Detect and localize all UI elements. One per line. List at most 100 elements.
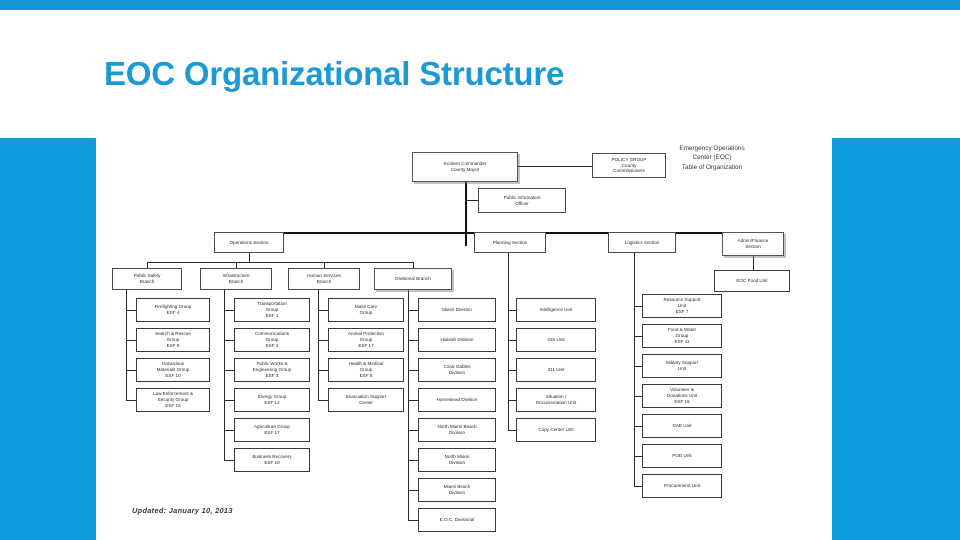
node-text-l1: Procurement Unit xyxy=(664,483,700,489)
node-divisional-3[interactable]: Homestead Division xyxy=(418,388,496,412)
connector-lines xyxy=(96,138,832,540)
node-text-l2: Group xyxy=(166,337,180,343)
node-text-l2: Branch xyxy=(316,279,332,284)
node-planning-0[interactable]: Intelligence Unit xyxy=(516,298,596,322)
connector xyxy=(408,520,418,521)
node-text-l1: Mass Care xyxy=(354,304,378,310)
node-planning-2[interactable]: 311 Unit xyxy=(516,358,596,382)
node-text-l3: ESF 7 xyxy=(675,308,689,314)
legend-line-2: Center (EOC) xyxy=(692,154,732,162)
legend-line-1: Emergency Operations xyxy=(679,145,745,152)
left-accent-panel xyxy=(0,138,96,540)
node-planning-3[interactable]: Situation /Documentation Unit xyxy=(516,388,596,412)
connector xyxy=(126,370,136,371)
node-logistics-4[interactable]: DAE Unit xyxy=(642,414,722,438)
connector xyxy=(224,430,234,431)
node-text-l1: Evacuation Support xyxy=(345,394,387,400)
node-text-l1: Public Safety xyxy=(133,273,161,279)
node-text-l1: 311 Unit xyxy=(547,367,565,373)
node-text-l3: ESF 10 xyxy=(165,372,181,378)
node-text-l2: Group xyxy=(265,307,279,313)
node-text-l1: Public Works & xyxy=(256,361,288,367)
node-text-l2: Officer xyxy=(515,200,529,206)
node-text-l1: Firefighting Group xyxy=(154,304,192,310)
node-text-l1: Admin/Finance xyxy=(737,238,769,244)
node-text-l1: Search & Rescue xyxy=(155,331,191,337)
legend-line-3: Table of Organization xyxy=(681,163,743,171)
connector xyxy=(408,460,418,461)
node-text-l1: Human Services xyxy=(307,273,341,279)
top-accent-bar xyxy=(0,0,960,10)
node-text-l1: EOC Food Unit xyxy=(736,278,768,284)
node-logistics-6[interactable]: Procurement Unit xyxy=(642,474,722,498)
node-section-1[interactable]: Planning Section xyxy=(474,232,546,253)
node-logistics-5[interactable]: POD Unit xyxy=(642,444,722,468)
node-text-l2: ESF 17 xyxy=(264,430,280,435)
connector xyxy=(126,310,136,311)
node-text-l3: ESF 2 xyxy=(265,342,279,348)
node-text-l1: Copy Center Unit xyxy=(538,427,574,433)
connector xyxy=(753,256,754,281)
node-divisional-0[interactable]: Miami Division xyxy=(418,298,496,322)
node-text-l1: Coral Gables xyxy=(443,364,471,370)
node-divisional-1[interactable]: Hialeah Division xyxy=(418,328,496,352)
node-section-0[interactable]: Operations Section xyxy=(214,232,284,253)
node-planning-1[interactable]: GIS Unit xyxy=(516,328,596,352)
connector xyxy=(634,456,642,457)
node-text-l1: GIS Unit xyxy=(547,337,565,343)
connector xyxy=(249,253,250,262)
connector xyxy=(508,400,516,401)
node-text-l3: Commissioners xyxy=(613,168,645,174)
node-text-l1: Miami Beach xyxy=(443,484,471,490)
node-text-l3: ESF 11 xyxy=(674,338,690,344)
node-text-l1: Incident Commander xyxy=(443,161,487,167)
node-text-l1: Transportation xyxy=(257,301,287,307)
node-divisional-7[interactable]: E.O.C. Divisional xyxy=(418,508,496,532)
connector xyxy=(408,310,418,311)
node-text-l2: County Mayor xyxy=(450,167,480,172)
node-section-2[interactable]: Logistics Section xyxy=(608,232,676,253)
node-text-l1: Logistics Section xyxy=(624,239,660,245)
node-text-l1: Business Recovery xyxy=(252,454,292,460)
node-branch-3[interactable]: Divisional Branch xyxy=(374,268,452,290)
node-planning-4[interactable]: Copy Center Unit xyxy=(516,418,596,442)
node-text-l1: Military Support xyxy=(666,360,698,366)
node-text-l2: Group xyxy=(359,337,373,343)
node-admin-finance-0[interactable]: EOC Food Unit xyxy=(714,270,790,292)
node-text-l1: Public Information xyxy=(503,194,541,200)
node-text-l1: Divisional Branch xyxy=(395,276,431,282)
node-text-l1: Resource Support xyxy=(663,297,701,303)
connector xyxy=(318,340,328,341)
